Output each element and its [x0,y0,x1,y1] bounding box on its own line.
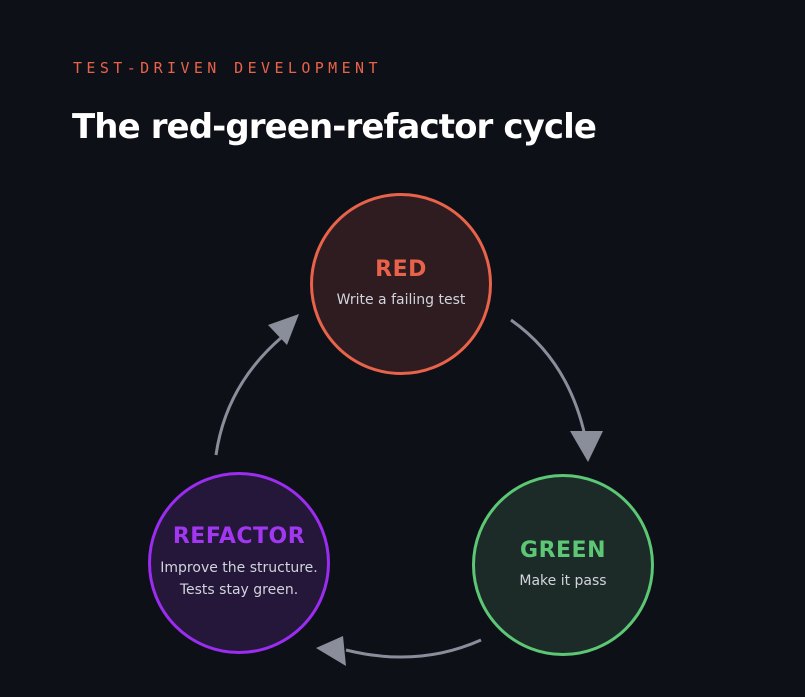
arrow-red-to-green [510,318,587,437]
arrow-green-to-refactor [345,638,482,659]
node-red: RED Write a failing test [310,193,492,375]
arrowhead-refactor-to-red [268,314,299,345]
node-red-desc: Write a failing test [336,292,466,308]
node-green-desc: Make it pass [519,573,607,589]
page-title: The red-green-refactor cycle [72,107,597,147]
node-red-label: RED [375,256,427,282]
arrowhead-green-to-refactor [316,636,346,666]
node-green: GREEN Make it pass [472,474,654,656]
arrowhead-red-to-green [570,431,603,462]
node-refactor-label: REFACTOR [172,524,306,550]
node-green-label: GREEN [520,537,606,563]
node-refactor-desc: Improve the structure. Tests stay green. [160,559,318,599]
node-refactor: REFACTOR Improve the structure. Tests st… [148,472,330,654]
arrow-refactor-to-red [214,335,283,456]
eyebrow-label: TEST-DRIVEN DEVELOPMENT [73,59,382,77]
